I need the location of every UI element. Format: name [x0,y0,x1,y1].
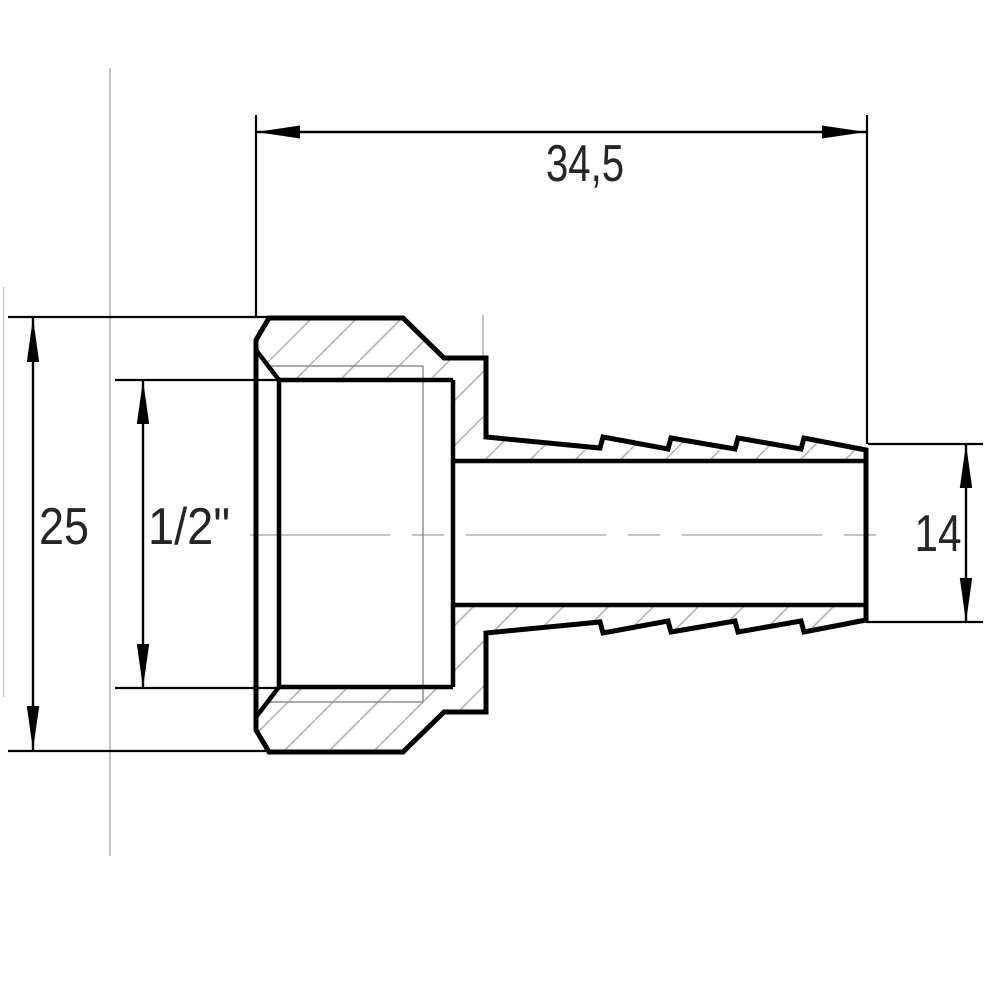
hatch-upper-wall [256,318,866,461]
dimension-thread-size: 1/2" [115,378,279,690]
part-outer-profile [253,315,869,755]
arrowhead-top [136,380,150,424]
internal-bore-profile [254,348,866,719]
hatch-lower-wall [256,605,866,752]
dimension-label-overall-length: 34,5 [546,135,624,193]
arrowhead-top [26,318,40,362]
arrowhead-bottom [26,706,40,750]
arrowhead-bottom [136,644,150,688]
part-geometry [253,315,869,755]
dimension-barb-diameter: 14 [866,442,983,624]
dimension-overall-length: 34,5 [254,115,869,444]
arrowhead-top [959,444,973,488]
construction-lines [2,68,886,856]
dimension-label-barb-diameter: 14 [915,505,962,563]
dimension-label-thread-size: 1/2" [148,498,230,556]
section-hatching [256,318,866,752]
arrowhead-right [822,125,866,139]
dimension-body-size: 25 [8,315,281,753]
arrowhead-bottom [959,578,973,622]
arrowhead-left [256,125,300,139]
dimension-label-body-size: 25 [39,498,89,556]
thread-major-diameter-lines [266,365,424,703]
